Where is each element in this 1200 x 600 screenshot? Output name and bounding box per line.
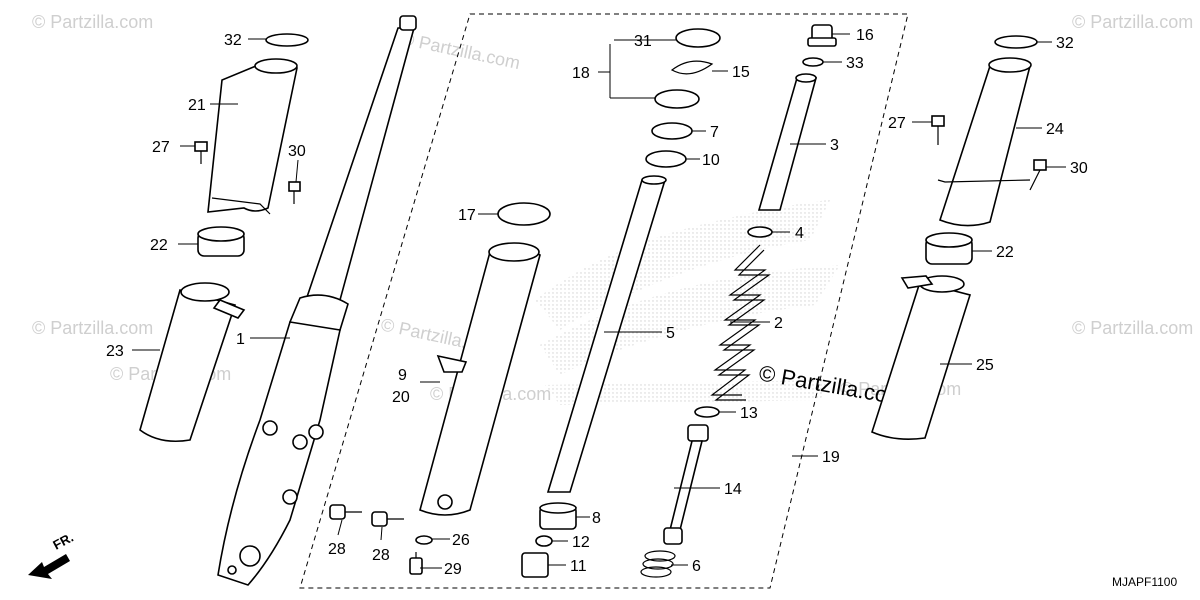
part-4-washer[interactable] [747, 226, 773, 238]
callout-7[interactable]: 7 [710, 124, 719, 141]
part-7-ring[interactable] [651, 122, 693, 140]
callout-4[interactable]: 4 [795, 225, 804, 242]
part-21-upper-cover[interactable] [207, 58, 298, 215]
part-11-piece[interactable] [521, 552, 549, 578]
front-direction-arrow: FR. [28, 530, 76, 579]
callout-15[interactable]: 15 [732, 64, 750, 81]
callout-22[interactable]: 22 [150, 237, 168, 254]
callout-2[interactable]: 2 [774, 315, 783, 332]
part-18-oil-seal[interactable] [654, 89, 700, 109]
callout-22[interactable]: 22 [996, 244, 1014, 261]
part-29-bolt[interactable] [409, 552, 423, 575]
callout-19[interactable]: 19 [822, 449, 840, 466]
part-5-slider-tube[interactable] [546, 175, 667, 493]
watermark: © Partzilla.com [32, 318, 153, 338]
part-32-ring-left[interactable] [265, 33, 309, 47]
part-27-bolt-left[interactable] [194, 141, 208, 164]
callout-14[interactable]: 14 [724, 481, 742, 498]
watermark: © Partzilla.com [32, 12, 153, 32]
callout-24[interactable]: 24 [1046, 121, 1064, 138]
callout-5[interactable]: 5 [666, 325, 675, 342]
part-24-upper-cover[interactable] [937, 57, 1032, 227]
callout-30[interactable]: 30 [288, 143, 306, 160]
part-10-ring[interactable] [645, 150, 687, 168]
watermark: © Partzilla.com [399, 28, 522, 73]
part-3-spacer[interactable] [757, 73, 818, 211]
callout-16[interactable]: 16 [856, 27, 874, 44]
callout-3[interactable]: 3 [830, 137, 839, 154]
callout-29[interactable]: 29 [444, 561, 462, 578]
callout-18[interactable]: 18 [572, 65, 590, 82]
part-25-lower-cover[interactable] [871, 275, 972, 440]
part-1-outer-tube[interactable] [217, 15, 417, 586]
callout-6[interactable]: 6 [692, 558, 701, 575]
part-32-ring-right[interactable] [994, 35, 1038, 49]
part-28-bolt-b[interactable] [371, 511, 404, 527]
part-22-cover-guide-right[interactable] [925, 232, 973, 265]
callout-20[interactable]: 20 [392, 389, 410, 406]
diagram-code: MJAPF1100 [1112, 575, 1177, 589]
part-14-damper-rod[interactable] [663, 424, 709, 545]
callout-31[interactable]: 31 [634, 33, 652, 50]
watermark: © Partzilla.com [1072, 12, 1193, 32]
leader-lines [132, 33, 1066, 569]
callout-9[interactable]: 9 [398, 367, 407, 384]
part-31-oil-seal-top[interactable] [675, 28, 721, 48]
callout-27[interactable]: 27 [888, 115, 906, 132]
callout-12[interactable]: 12 [572, 534, 590, 551]
part-27-bolt-right[interactable] [931, 115, 945, 145]
callout-17[interactable]: 17 [458, 207, 476, 224]
watermark: © Partzilla.com [1072, 318, 1193, 338]
part-26-washer[interactable] [415, 535, 433, 545]
part-22-cover-guide-left[interactable] [197, 226, 245, 257]
part-23-lower-cover[interactable] [139, 282, 246, 443]
callout-10[interactable]: 10 [702, 152, 720, 169]
callout-11[interactable]: 11 [570, 558, 587, 575]
callout-32[interactable]: 32 [224, 32, 242, 49]
part-8-bushing[interactable] [539, 502, 577, 530]
callout-30[interactable]: 30 [1070, 160, 1088, 177]
callout-25[interactable]: 25 [976, 357, 994, 374]
callout-21[interactable]: 21 [188, 97, 206, 114]
part-12-ring[interactable] [535, 535, 553, 547]
callout-13[interactable]: 13 [740, 405, 758, 422]
front-direction-label: FR. [50, 530, 76, 553]
callout-33[interactable]: 33 [846, 55, 864, 72]
part-6-rebound-spring[interactable] [640, 550, 676, 578]
assembly-boundary [299, 13, 909, 589]
part-30-bolt-left[interactable] [288, 181, 301, 204]
part-33-o-ring[interactable] [802, 57, 824, 67]
callout-labels: 32 21 27 30 22 23 1 28 28 26 29 17 9 20 … [106, 27, 1088, 578]
callout-27[interactable]: 27 [152, 139, 170, 156]
callout-23[interactable]: 23 [106, 343, 124, 360]
callout-26[interactable]: 26 [452, 532, 470, 549]
callout-28[interactable]: 28 [372, 547, 390, 564]
part-30-bolt-right[interactable] [1029, 159, 1047, 191]
callout-1[interactable]: 1 [236, 331, 245, 348]
part-2-fork-spring[interactable] [710, 244, 771, 401]
part-16-cap-bolt[interactable] [807, 24, 837, 47]
callout-8[interactable]: 8 [592, 510, 601, 527]
callout-32[interactable]: 32 [1056, 35, 1074, 52]
part-28-bolt-a[interactable] [329, 504, 362, 520]
part-9-20-slider[interactable] [419, 242, 541, 516]
callout-28[interactable]: 28 [328, 541, 346, 558]
part-15-circlip[interactable] [670, 60, 714, 75]
part-17-oil-seal[interactable] [497, 202, 551, 226]
part-13-ring[interactable] [694, 406, 720, 418]
